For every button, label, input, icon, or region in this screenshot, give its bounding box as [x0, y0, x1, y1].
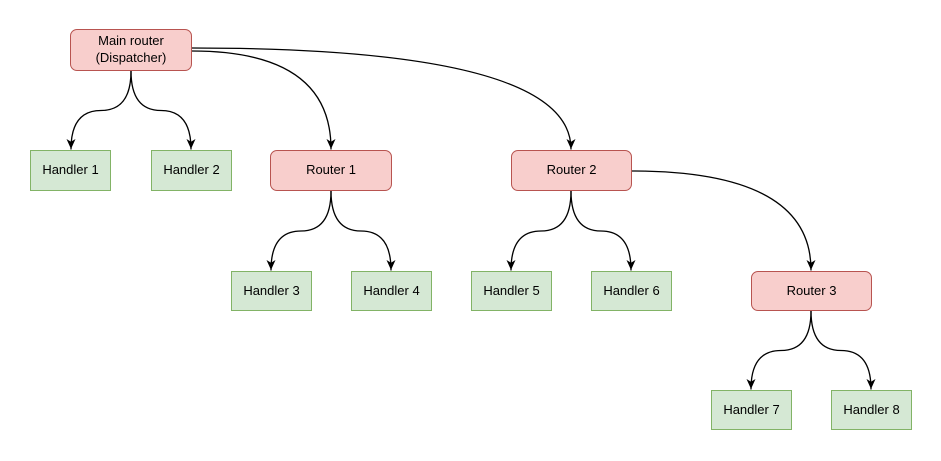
- edge-router-3-to-handler-7: [746, 310, 812, 390]
- node-router-2: Router 2: [511, 150, 632, 191]
- node-handler-1: Handler 1: [30, 150, 111, 191]
- node-router-1: Router 1: [270, 150, 392, 191]
- node-router-3: Router 3: [751, 271, 872, 311]
- edge-router-1-to-handler-3: [266, 190, 332, 271]
- node-handler-3: Handler 3: [231, 271, 312, 311]
- edge-router-2-to-handler-5: [506, 190, 572, 271]
- node-handler-2: Handler 2: [151, 150, 232, 191]
- node-handler-5: Handler 5: [471, 271, 552, 311]
- node-handler-7: Handler 7: [711, 390, 792, 430]
- node-main-router: Main router (Dispatcher): [70, 29, 192, 71]
- edge-main-router-to-handler-2: [130, 70, 196, 150]
- node-handler-8: Handler 8: [831, 390, 912, 430]
- edge-router-2-to-router-3: [631, 170, 816, 271]
- edge-router-3-to-handler-8: [810, 310, 876, 390]
- edge-main-router-to-router-2: [191, 47, 576, 150]
- edge-main-router-to-handler-1: [66, 70, 132, 150]
- edge-router-1-to-handler-4: [330, 190, 396, 271]
- node-handler-6: Handler 6: [591, 271, 672, 311]
- edge-main-router-to-router-1: [191, 50, 336, 150]
- node-handler-4: Handler 4: [351, 271, 432, 311]
- edge-router-2-to-handler-6: [570, 190, 636, 271]
